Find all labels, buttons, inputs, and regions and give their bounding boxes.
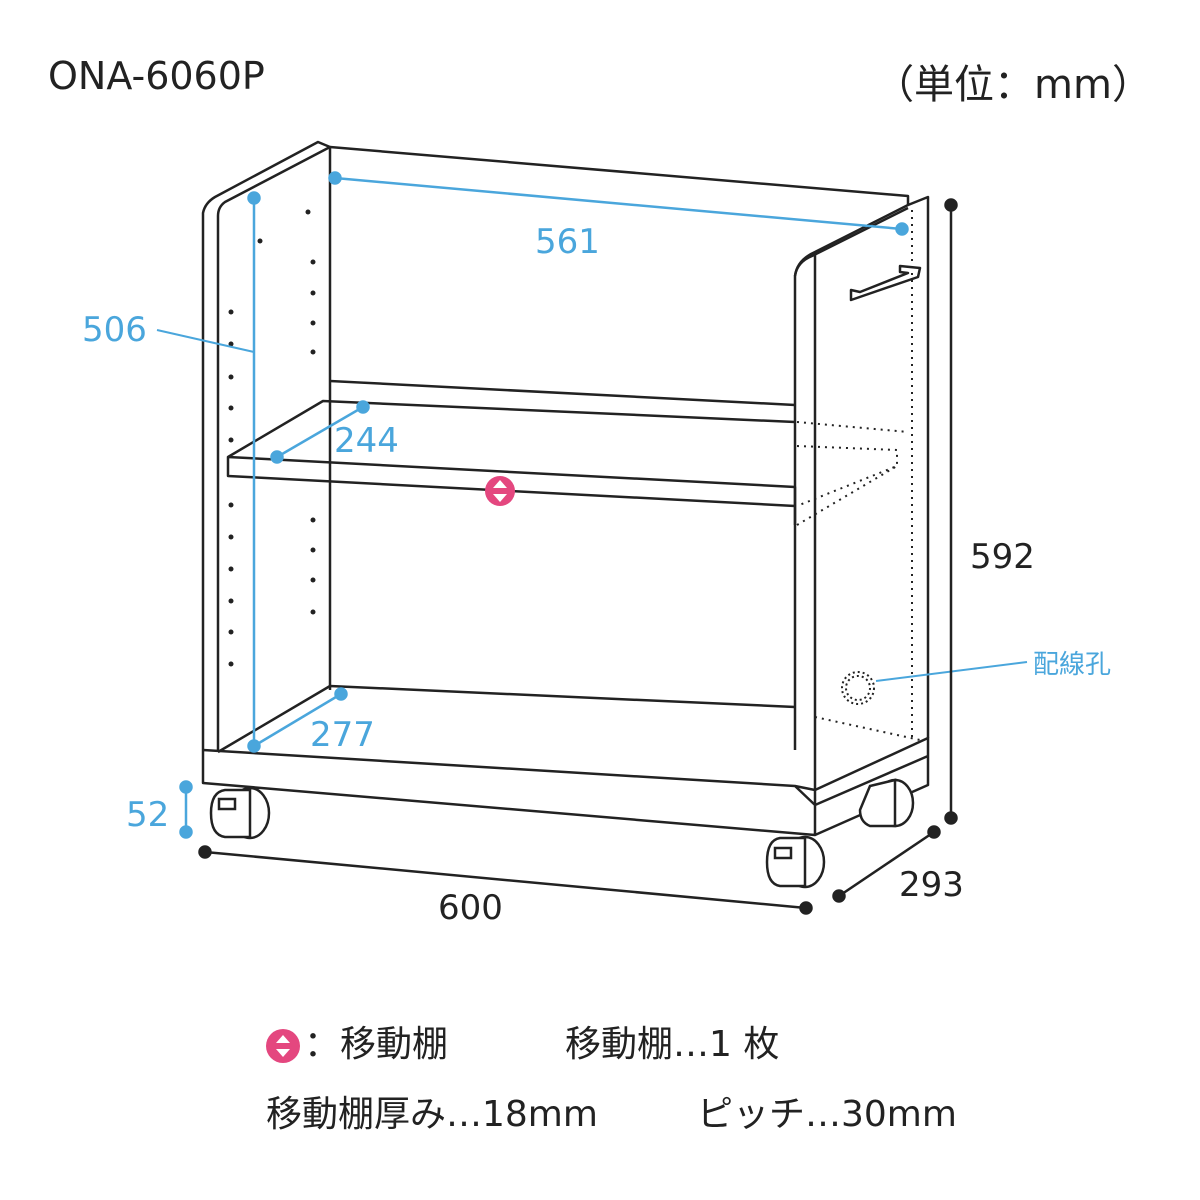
legend: ：移動棚 [266,1015,448,1067]
cable-hole-icon [841,671,875,705]
dim-shelf-depth: 244 [334,421,399,461]
dim-inner-height: 506 [82,310,147,350]
towel-bar [849,264,922,302]
dim-total-height: 592 [970,537,1035,577]
dim-total-depth: 293 [899,865,964,905]
left-panel [201,140,332,752]
movable-shelf-legend-icon [266,1029,300,1063]
cable-hole-label: 配線孔 [1033,650,1111,680]
back-panel [329,145,910,205]
cabinet-diagram: 561 506 244 277 52 600 293 592 配線孔 [82,140,1111,928]
shelf-count-note: 移動棚…1 枚 [565,1024,780,1065]
model-name: ONA-6060P [48,54,265,98]
dim-inner-width: 561 [535,222,600,262]
caster-front-left [209,786,271,840]
shelf-thickness-note: 移動棚厚み…18mm [266,1094,598,1135]
dim-caster-height: 52 [126,795,169,835]
legend-text: ：移動棚 [304,1024,449,1065]
bottom-shelf [217,684,796,754]
caster-back-right [858,778,915,828]
movable-shelf-marker-icon [485,476,515,506]
movable-shelf [226,399,797,525]
caster-front-right [765,835,826,889]
pitch-note: ピッチ…30mm [697,1094,957,1135]
dim-bottom-depth: 277 [310,715,375,755]
unit-label: （単位：mm） [874,62,1152,108]
dim-total-width: 600 [438,888,503,928]
